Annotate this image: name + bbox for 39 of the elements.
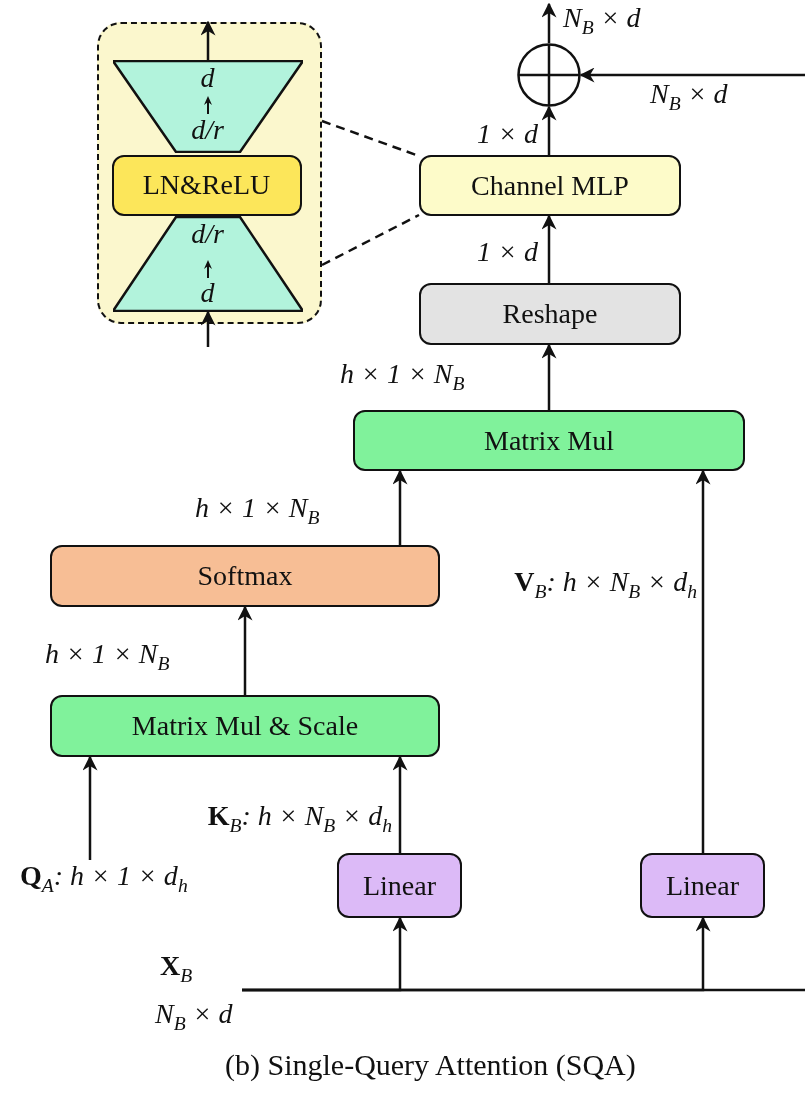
edge-label: h × 1 × N$_{B}$ — [45, 638, 170, 675]
edge-label: N$_{B}$ × d — [563, 2, 641, 39]
arrow — [541, 2, 557, 43]
arrow — [200, 20, 216, 60]
process-box: Channel MLP — [419, 155, 681, 216]
arrow — [82, 755, 98, 860]
arrow — [392, 469, 408, 545]
dimension-label: d — [199, 277, 216, 308]
arrow — [541, 105, 557, 155]
dimension-label: d — [199, 62, 216, 93]
arrow — [541, 343, 557, 410]
edge-label: K$_{B}$: h × N$_{B}$ × d$_{h}$ — [207, 800, 392, 837]
variable-label: X$_{B}$ — [160, 950, 242, 992]
edge-label: h × 1 × N$_{B}$ — [340, 358, 465, 395]
arrow — [579, 67, 805, 83]
edge-label: 1 × d — [477, 236, 538, 268]
process-box: Reshape — [419, 283, 681, 345]
dimension-label: d/r — [190, 218, 225, 249]
arrow — [695, 469, 711, 853]
process-box: Linear — [337, 853, 462, 918]
edge-label: h × 1 × N$_{B}$ — [195, 492, 320, 529]
process-box: Matrix Mul — [353, 410, 745, 471]
process-box: LN&ReLU — [111, 154, 302, 216]
dimension-label: d/r — [190, 114, 225, 145]
arrow — [200, 310, 216, 347]
process-box: Linear — [640, 853, 765, 918]
variable-label: Q$_{A}$: h × 1 × d$_{h}$ — [20, 860, 282, 902]
arrow — [392, 755, 408, 853]
process-box: Matrix Mul & Scale — [50, 695, 440, 757]
edge-label: N$_{B}$ × d — [650, 78, 728, 115]
inset-panel — [97, 22, 322, 324]
arrow — [237, 605, 253, 695]
caption: (b) Single-Query Attention (SQA) — [225, 1048, 636, 1082]
dimension-label: N$_{B}$ × d — [155, 998, 233, 1035]
arrow — [541, 214, 557, 283]
edge-label: 1 × d — [477, 118, 538, 150]
zoom-line — [321, 213, 420, 267]
edge-label: V$_{B}$: h × N$_{B}$ × d$_{h}$ — [514, 566, 697, 603]
process-box: Softmax — [50, 545, 440, 607]
